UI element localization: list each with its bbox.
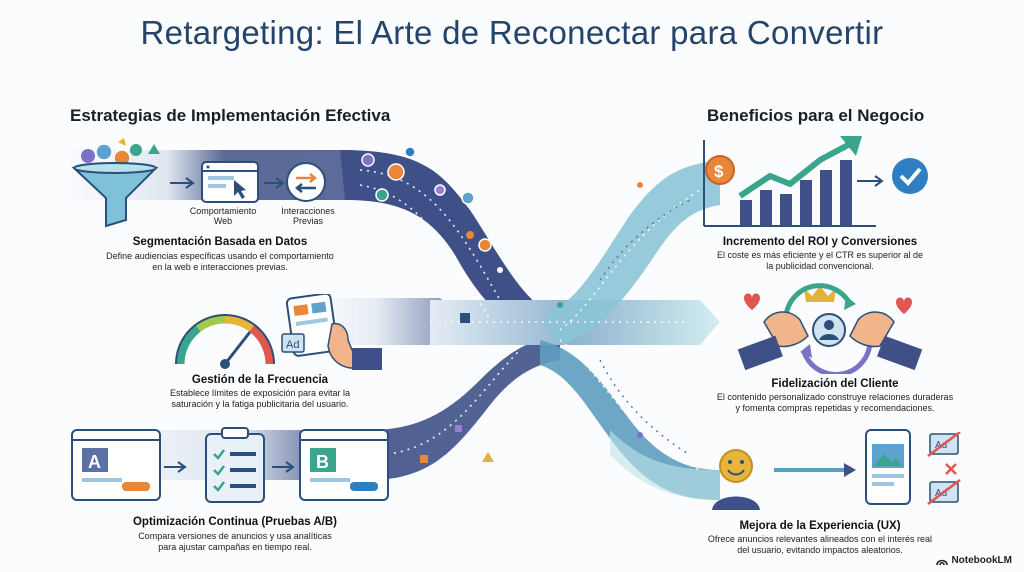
flow-band-top-right	[540, 160, 720, 345]
flow-band-bottom-right	[540, 340, 720, 500]
arrow-icon	[264, 177, 285, 189]
benefit-loyalty: Fidelización del Cliente El contenido pe…	[670, 282, 1000, 422]
flow-dots-dark	[599, 199, 691, 456]
flow-particles	[361, 146, 643, 463]
arrow-icon	[857, 175, 884, 187]
hand-phone-ad-icon: Ad	[281, 294, 382, 370]
strategy-title: Segmentación Basada en Datos	[132, 236, 308, 248]
funnel-icon	[71, 138, 160, 228]
growth-chart-icon: $	[703, 136, 876, 227]
strategy-frequency: Ad Gestión de la Frecuencia Establece lí…	[130, 290, 420, 420]
hands-heart-customer-icon	[737, 283, 923, 374]
strategy-desc: Compara versiones de anuncios y usa anal…	[138, 531, 332, 552]
benefit-title: Mejora de la Experiencia (UX)	[739, 520, 901, 532]
variant-b-label: B	[316, 452, 329, 472]
variant-a-label: A	[88, 452, 101, 472]
arrow-icon	[272, 461, 295, 473]
coin-symbol: $	[714, 162, 724, 181]
arrow-icon	[170, 177, 195, 189]
notebooklm-brand: NotebookLM	[936, 555, 1012, 566]
benefit-ux: Ad Ad Mejora de la Experiencia (UX) Ofre…	[690, 428, 990, 563]
checklist-clipboard-icon	[205, 427, 265, 503]
flow-band-bottom-left	[70, 335, 560, 480]
page-title: Retargeting: El Arte de Reconectar para …	[140, 14, 884, 51]
strategy-title: Gestión de la Frecuencia	[191, 374, 329, 386]
right-heading: Beneficios para el Negocio	[707, 106, 925, 125]
benefit-title: Fidelización del Cliente	[771, 378, 899, 390]
benefit-desc: El contenido personalizado construye rel…	[716, 392, 954, 413]
strategy-title: Optimización Continua (Pruebas A/B)	[132, 516, 338, 528]
rejected-ads-icon: Ad Ad	[927, 432, 961, 505]
ad-label: Ad	[286, 339, 299, 351]
check-circle-icon	[892, 158, 928, 194]
notebooklm-logo-icon	[936, 559, 949, 565]
interactions-icon	[286, 162, 326, 202]
strategy-ab-testing: A B Optimización Continua (Pruebas A/B) …	[70, 424, 400, 564]
strategy-desc: Define audiencias específicas usando el …	[106, 251, 334, 272]
left-heading: Estrategias de Implementación Efectiva	[70, 106, 391, 125]
ad-variant-a-icon: A	[71, 429, 161, 501]
benefit-title: Incremento del ROI y Conversiones	[722, 236, 918, 248]
benefit-roi: $ Incremento del ROI y Conversiones El c…	[690, 130, 990, 275]
arrow-icon	[774, 463, 856, 477]
benefit-desc: Ofrece anuncios relevantes alineados con…	[707, 534, 933, 555]
strategy-desc: Establece límites de exposición para evi…	[169, 388, 351, 409]
brand-label: NotebookLM	[951, 555, 1012, 566]
arrow-icon	[164, 461, 187, 473]
smiling-user-icon	[712, 449, 760, 510]
ad-variant-b-icon: B	[299, 429, 389, 501]
browser-cursor-icon	[201, 161, 259, 203]
phone-ad-icon	[865, 429, 911, 505]
benefit-desc: El coste es más eficiente y el CTR es su…	[716, 250, 924, 271]
gauge-icon	[175, 314, 275, 369]
